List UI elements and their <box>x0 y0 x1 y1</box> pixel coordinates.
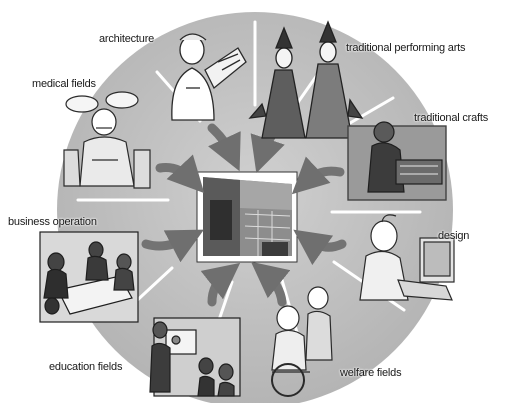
label-architecture: architecture <box>99 33 154 45</box>
label-crafts: traditional crafts <box>414 112 488 124</box>
label-business: business operation <box>8 216 97 228</box>
label-design: design <box>438 230 469 242</box>
label-medical: medical fields <box>32 78 96 90</box>
crafts-illustration <box>348 122 446 200</box>
central-building-illustration <box>197 172 297 262</box>
education-illustration <box>150 318 240 396</box>
label-performing-arts: traditional performing arts <box>346 42 465 54</box>
label-education: education fields <box>49 361 122 373</box>
label-welfare: welfare fields <box>340 367 401 379</box>
business-illustration <box>40 232 138 322</box>
